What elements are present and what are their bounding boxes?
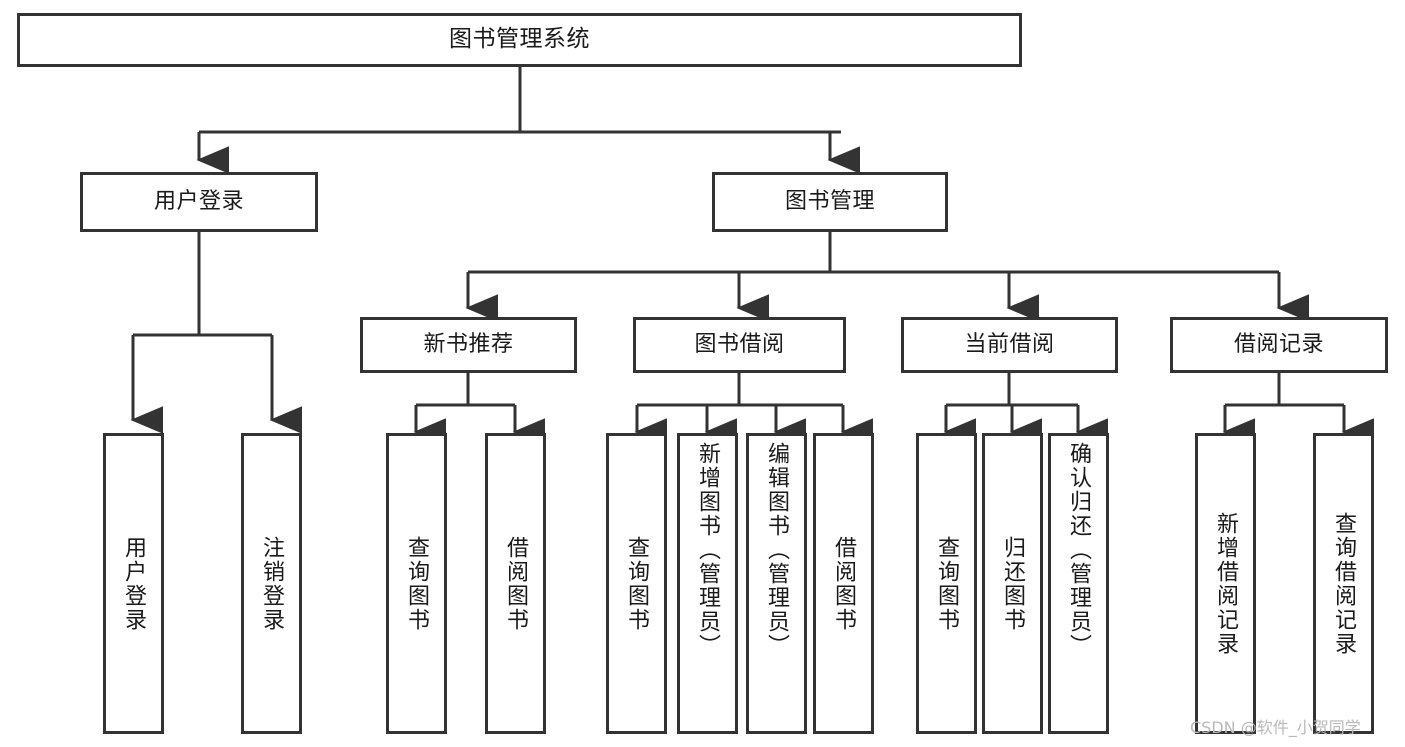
node-label: 查询图书 — [404, 535, 430, 632]
leaf-borrow-record-add-record[interactable]: 新增借阅记录 — [1195, 433, 1256, 734]
node-label: 当前借阅 — [964, 332, 1055, 358]
node-label: 新增借阅记录 — [1213, 511, 1239, 656]
node-current-borrow[interactable]: 当前借阅 — [901, 317, 1118, 373]
leaf-book-borrow-edit-book-admin[interactable]: 编辑图书（管理员） — [746, 433, 807, 734]
leaf-new-book-query-book[interactable]: 查询图书 — [386, 433, 447, 734]
leaf-user-login-login[interactable]: 用户登录 — [103, 433, 164, 734]
node-label: 查询图书 — [624, 535, 650, 632]
node-root-book-management-system[interactable]: 图书管理系统 — [17, 13, 1022, 67]
node-label: 查询图书 — [934, 535, 960, 632]
node-label: 归还图书 — [1000, 535, 1026, 632]
csdn-watermark: CSDN @软件_小贺同学 — [1190, 718, 1361, 737]
node-label: 图书管理系统 — [449, 26, 590, 53]
node-label: 用户登录 — [153, 189, 244, 215]
leaf-borrow-record-query-record[interactable]: 查询借阅记录 — [1313, 433, 1374, 734]
node-label: 新书推荐 — [423, 332, 514, 358]
node-book-management[interactable]: 图书管理 — [712, 172, 948, 232]
node-label: 借阅记录 — [1233, 332, 1324, 358]
leaf-book-borrow-borrow-book[interactable]: 借阅图书 — [813, 433, 874, 734]
node-label: 确认归还（管理员） — [1066, 442, 1092, 658]
node-new-book-recommend[interactable]: 新书推荐 — [360, 317, 577, 373]
leaf-current-borrow-query-book[interactable]: 查询图书 — [916, 433, 977, 734]
node-label: 图书借阅 — [694, 332, 785, 358]
leaf-book-borrow-query-book[interactable]: 查询图书 — [606, 433, 667, 734]
node-borrow-record[interactable]: 借阅记录 — [1170, 317, 1388, 373]
leaf-new-book-borrow-book[interactable]: 借阅图书 — [485, 433, 546, 734]
node-user-login[interactable]: 用户登录 — [80, 172, 318, 232]
node-label: 查询借阅记录 — [1331, 511, 1357, 656]
leaf-book-borrow-add-book-admin[interactable]: 新增图书（管理员） — [677, 433, 738, 734]
node-label: 借阅图书 — [503, 535, 529, 632]
node-book-borrow[interactable]: 图书借阅 — [633, 317, 846, 373]
node-label: 注销登录 — [259, 535, 285, 632]
leaf-current-borrow-confirm-return-admin[interactable]: 确认归还（管理员） — [1048, 433, 1109, 734]
node-label: 用户登录 — [121, 535, 147, 632]
leaf-user-login-logout[interactable]: 注销登录 — [241, 433, 302, 734]
leaf-current-borrow-return-book[interactable]: 归还图书 — [982, 433, 1043, 734]
node-label: 借阅图书 — [831, 535, 857, 632]
node-label: 图书管理 — [784, 189, 875, 215]
node-label: 新增图书（管理员） — [695, 442, 721, 658]
node-label: 编辑图书（管理员） — [764, 442, 790, 658]
